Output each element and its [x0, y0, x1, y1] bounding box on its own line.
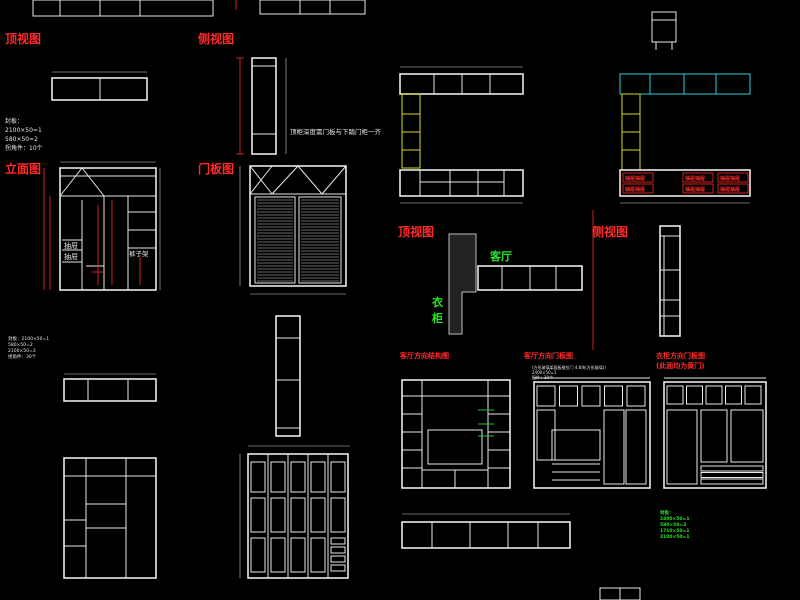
top-cropped-drawings: [32, 0, 366, 17]
living-structure-drawing: [401, 379, 511, 489]
elevation-title: 立面图: [5, 161, 41, 176]
green-note-1: 封板：: [660, 509, 674, 516]
elevation-drawing: [43, 161, 161, 291]
red-cell-label-3: 抽屉抽屉: [719, 175, 740, 182]
left-side-note: 顶柜深度需门板与下踏门柜一齐: [290, 127, 382, 136]
living-door-note-2: 2400×50=1: [532, 370, 557, 375]
rack-label: 裤子架: [129, 249, 149, 258]
left-side-view-title: 侧视图: [198, 31, 234, 46]
small-note-1: 封板：2100×50=1: [8, 335, 49, 342]
living-room-label: 客厅: [489, 249, 512, 263]
green-note-2: 2400×50=1: [660, 516, 689, 522]
wardrobe-door-title: 衣柜方向门板图: [656, 351, 705, 360]
red-cell-label-1: 抽屉抽屉: [624, 175, 645, 182]
lower-mid-wardrobe-doors: [239, 445, 350, 579]
left-top-view: [51, 71, 148, 101]
red-cell-label-2: 抽屉抽屉: [684, 175, 705, 182]
lower-left-top-view: [63, 373, 157, 402]
living-structure-title: 客厅方向结构图: [399, 351, 449, 360]
right-layout-plan: [399, 66, 524, 204]
door-panel-drawing: [239, 165, 347, 295]
red-cell-label-6: 抽屉抽屉: [719, 186, 740, 193]
lower-mid-side-view: [275, 315, 301, 437]
lower-left-elevation: [63, 457, 157, 579]
right-side-view-title: 侧视图: [592, 224, 628, 239]
wardrobe-label-line-2: 柜: [431, 311, 443, 325]
red-cell-label-5: 抽屉抽屉: [684, 186, 705, 193]
wardrobe-door-subtitle: (此面均为黄门): [656, 361, 704, 370]
green-note-3: 580×50=2: [660, 522, 686, 528]
seal-board-line-2: 580×50=2: [5, 136, 38, 143]
left-side-view: [236, 57, 287, 155]
small-note-4: 拐角件：30个: [8, 353, 37, 360]
living-door-title: 客厅方向门板图: [523, 351, 573, 360]
right-side-tall-cabinet: [659, 225, 681, 337]
green-note-5: 2100×50=1: [660, 534, 689, 540]
right-layout-side: [619, 73, 751, 204]
small-note-2: 580×50=2: [8, 342, 33, 348]
small-note-3: 2100×50=3: [8, 348, 36, 354]
seal-board-line-3: 拐角件：10个: [5, 144, 43, 152]
green-note-4: 1710×50=1: [660, 528, 689, 534]
drawer-label-1: 抽屉: [64, 241, 78, 250]
living-door-drawing: [533, 377, 651, 489]
red-cell-label-4: 抽屉抽屉: [624, 186, 645, 193]
right-top-cropped: [651, 11, 677, 50]
seal-board-title: 封板：: [5, 117, 23, 125]
drawer-label-2: 抽屉: [64, 252, 78, 261]
left-top-view-title: 顶视图: [5, 31, 41, 46]
wall-plan: [448, 233, 583, 335]
living-door-note: (方形玻璃架面板推拉门 4.8块(方形玻璃)): [532, 364, 606, 370]
living-door-note-3: 配件：20个: [532, 374, 553, 380]
right-top-view-title: 顶视图: [398, 224, 434, 239]
seal-board-line-1: 2100×50=1: [5, 127, 42, 134]
bottom-right-cropped: [599, 587, 641, 600]
wardrobe-label-line: 衣: [432, 295, 444, 309]
wardrobe-door-drawing: [663, 377, 767, 489]
door-panel-title: 门板图: [198, 161, 234, 176]
bottom-desk-plan: [401, 513, 571, 549]
